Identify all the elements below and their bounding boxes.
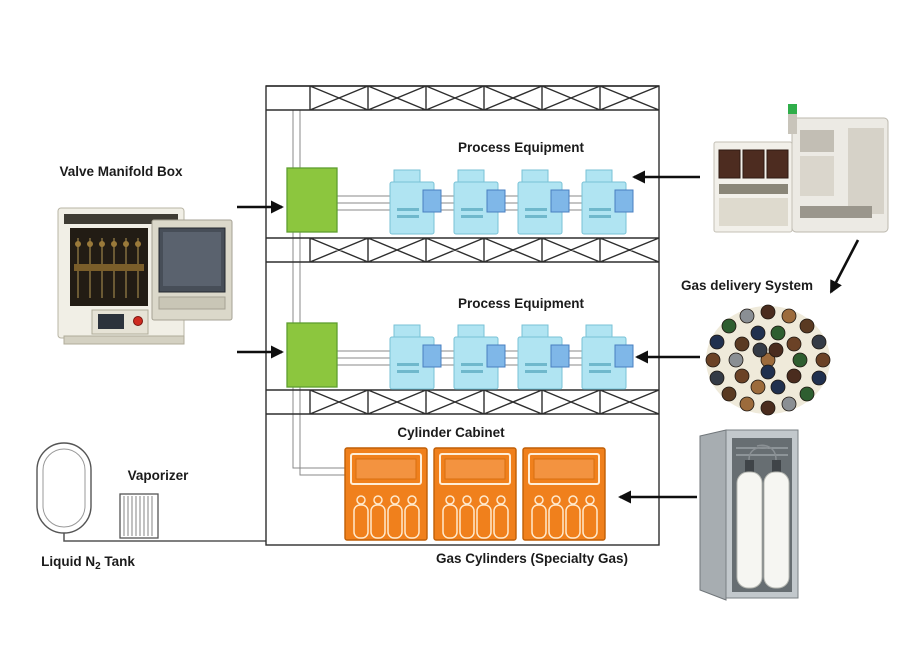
arrow-equipment-to-gds [829,239,860,294]
cabinet-open-door [699,429,727,601]
fab-building-frame [265,85,660,546]
label-gas-delivery-system: Gas delivery System [681,278,813,293]
process-tool-unit [517,169,570,235]
label-gas-cylinders: Gas Cylinders (Specialty Gas) [436,551,628,566]
process-tool-unit [581,324,634,390]
cylinder-cabinet-unit [433,447,517,541]
process-tools-floor1 [389,169,634,235]
emergency-stop-button [133,316,143,326]
label-process-equipment-top: Process Equipment [458,140,585,155]
vaporizer-unit [119,493,159,539]
gas-delivery-system-photo [705,304,831,416]
signal-tower [788,104,797,134]
valve-manifold-box-photo [57,207,233,345]
cylinder-cabinet-unit [522,447,606,541]
process-equipment-photo [713,104,889,233]
label-vaporizer: Vaporizer [128,468,190,483]
process-tool-unit [453,324,506,390]
gas-cylinder [763,471,790,589]
gas-cabinet-photo [699,429,799,601]
n2-supply-pipe [63,533,266,542]
process-tool-unit [453,169,506,235]
liquid-n2-tank [36,442,92,534]
label-cylinder-cabinet: Cylinder Cabinet [397,425,505,440]
valve-manifold-box-floor2 [286,322,338,388]
truss-beam-top [266,85,660,111]
process-tool-unit [517,324,570,390]
callout-arrows [237,170,860,504]
gas-cylinder [736,471,763,589]
process-tool-unit [389,169,442,235]
truss-beam-lower [266,389,660,415]
valve-manifold-box-floor1 [286,167,338,233]
process-tool-unit [389,324,442,390]
process-tools-floor2 [389,324,634,390]
truss-beam-middle [266,237,660,263]
cylinder-cabinets [344,447,606,541]
label-valve-manifold-box: Valve Manifold Box [59,164,183,179]
process-tool-unit [581,169,634,235]
label-process-equipment-mid: Process Equipment [458,296,585,311]
label-liquid-n2-tank: Liquid N2 Tank [41,554,135,572]
cylinder-cabinet-unit [344,447,428,541]
